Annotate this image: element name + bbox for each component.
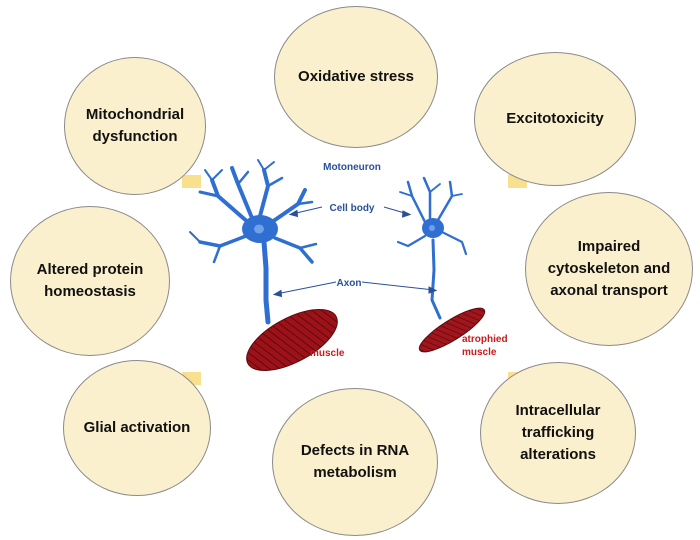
cell-body-label: Cell body — [329, 203, 374, 214]
cut-off-label: Motoneuron — [323, 162, 381, 173]
axon-label: Axon — [337, 278, 362, 289]
bubble-label: Excitotoxicity — [506, 110, 604, 127]
bubble-label: Impaired cytoskeleton and axonal transpo… — [547, 238, 671, 299]
atrophied-muscle-label: atrophied muscle — [462, 334, 510, 358]
bubble-altered-protein-homeostasis: Altered protein homeostasis — [10, 206, 170, 356]
bubble-label: Mitochondrial dysfunction — [85, 106, 185, 145]
bubble-defects-in-rna-metabolism: Defects in RNA metabolism — [272, 388, 438, 536]
bubble-mitochondrial-dysfunction: Mitochondrial dysfunction — [64, 57, 206, 195]
bubble-label: Glial activation — [83, 419, 191, 436]
bubble-intracellular-trafficking: Intracellular trafficking alterations — [480, 362, 636, 504]
healthy-neuron — [189, 159, 318, 325]
muscle-shape — [246, 309, 338, 371]
bubble-label: Oxidative stress — [298, 68, 414, 85]
bubble-impaired-cytoskeleton: Impaired cytoskeleton and axonal transpo… — [525, 192, 693, 346]
bubble-label: Defects in RNA metabolism — [300, 442, 410, 481]
bubble-tab — [182, 175, 201, 188]
bubble-label: Intracellular trafficking alterations — [515, 402, 601, 463]
bubble-glial-activation: Glial activation — [63, 360, 211, 496]
muscle-label: muscle — [310, 348, 345, 359]
bubble-excitotoxicity: Excitotoxicity — [474, 52, 636, 186]
bubble-oxidative-stress: Oxidative stress — [274, 6, 438, 148]
atrophied-muscle-shape — [418, 307, 486, 353]
atrophied-neuron — [396, 176, 468, 320]
bubble-label: Altered protein homeostasis — [36, 261, 144, 300]
